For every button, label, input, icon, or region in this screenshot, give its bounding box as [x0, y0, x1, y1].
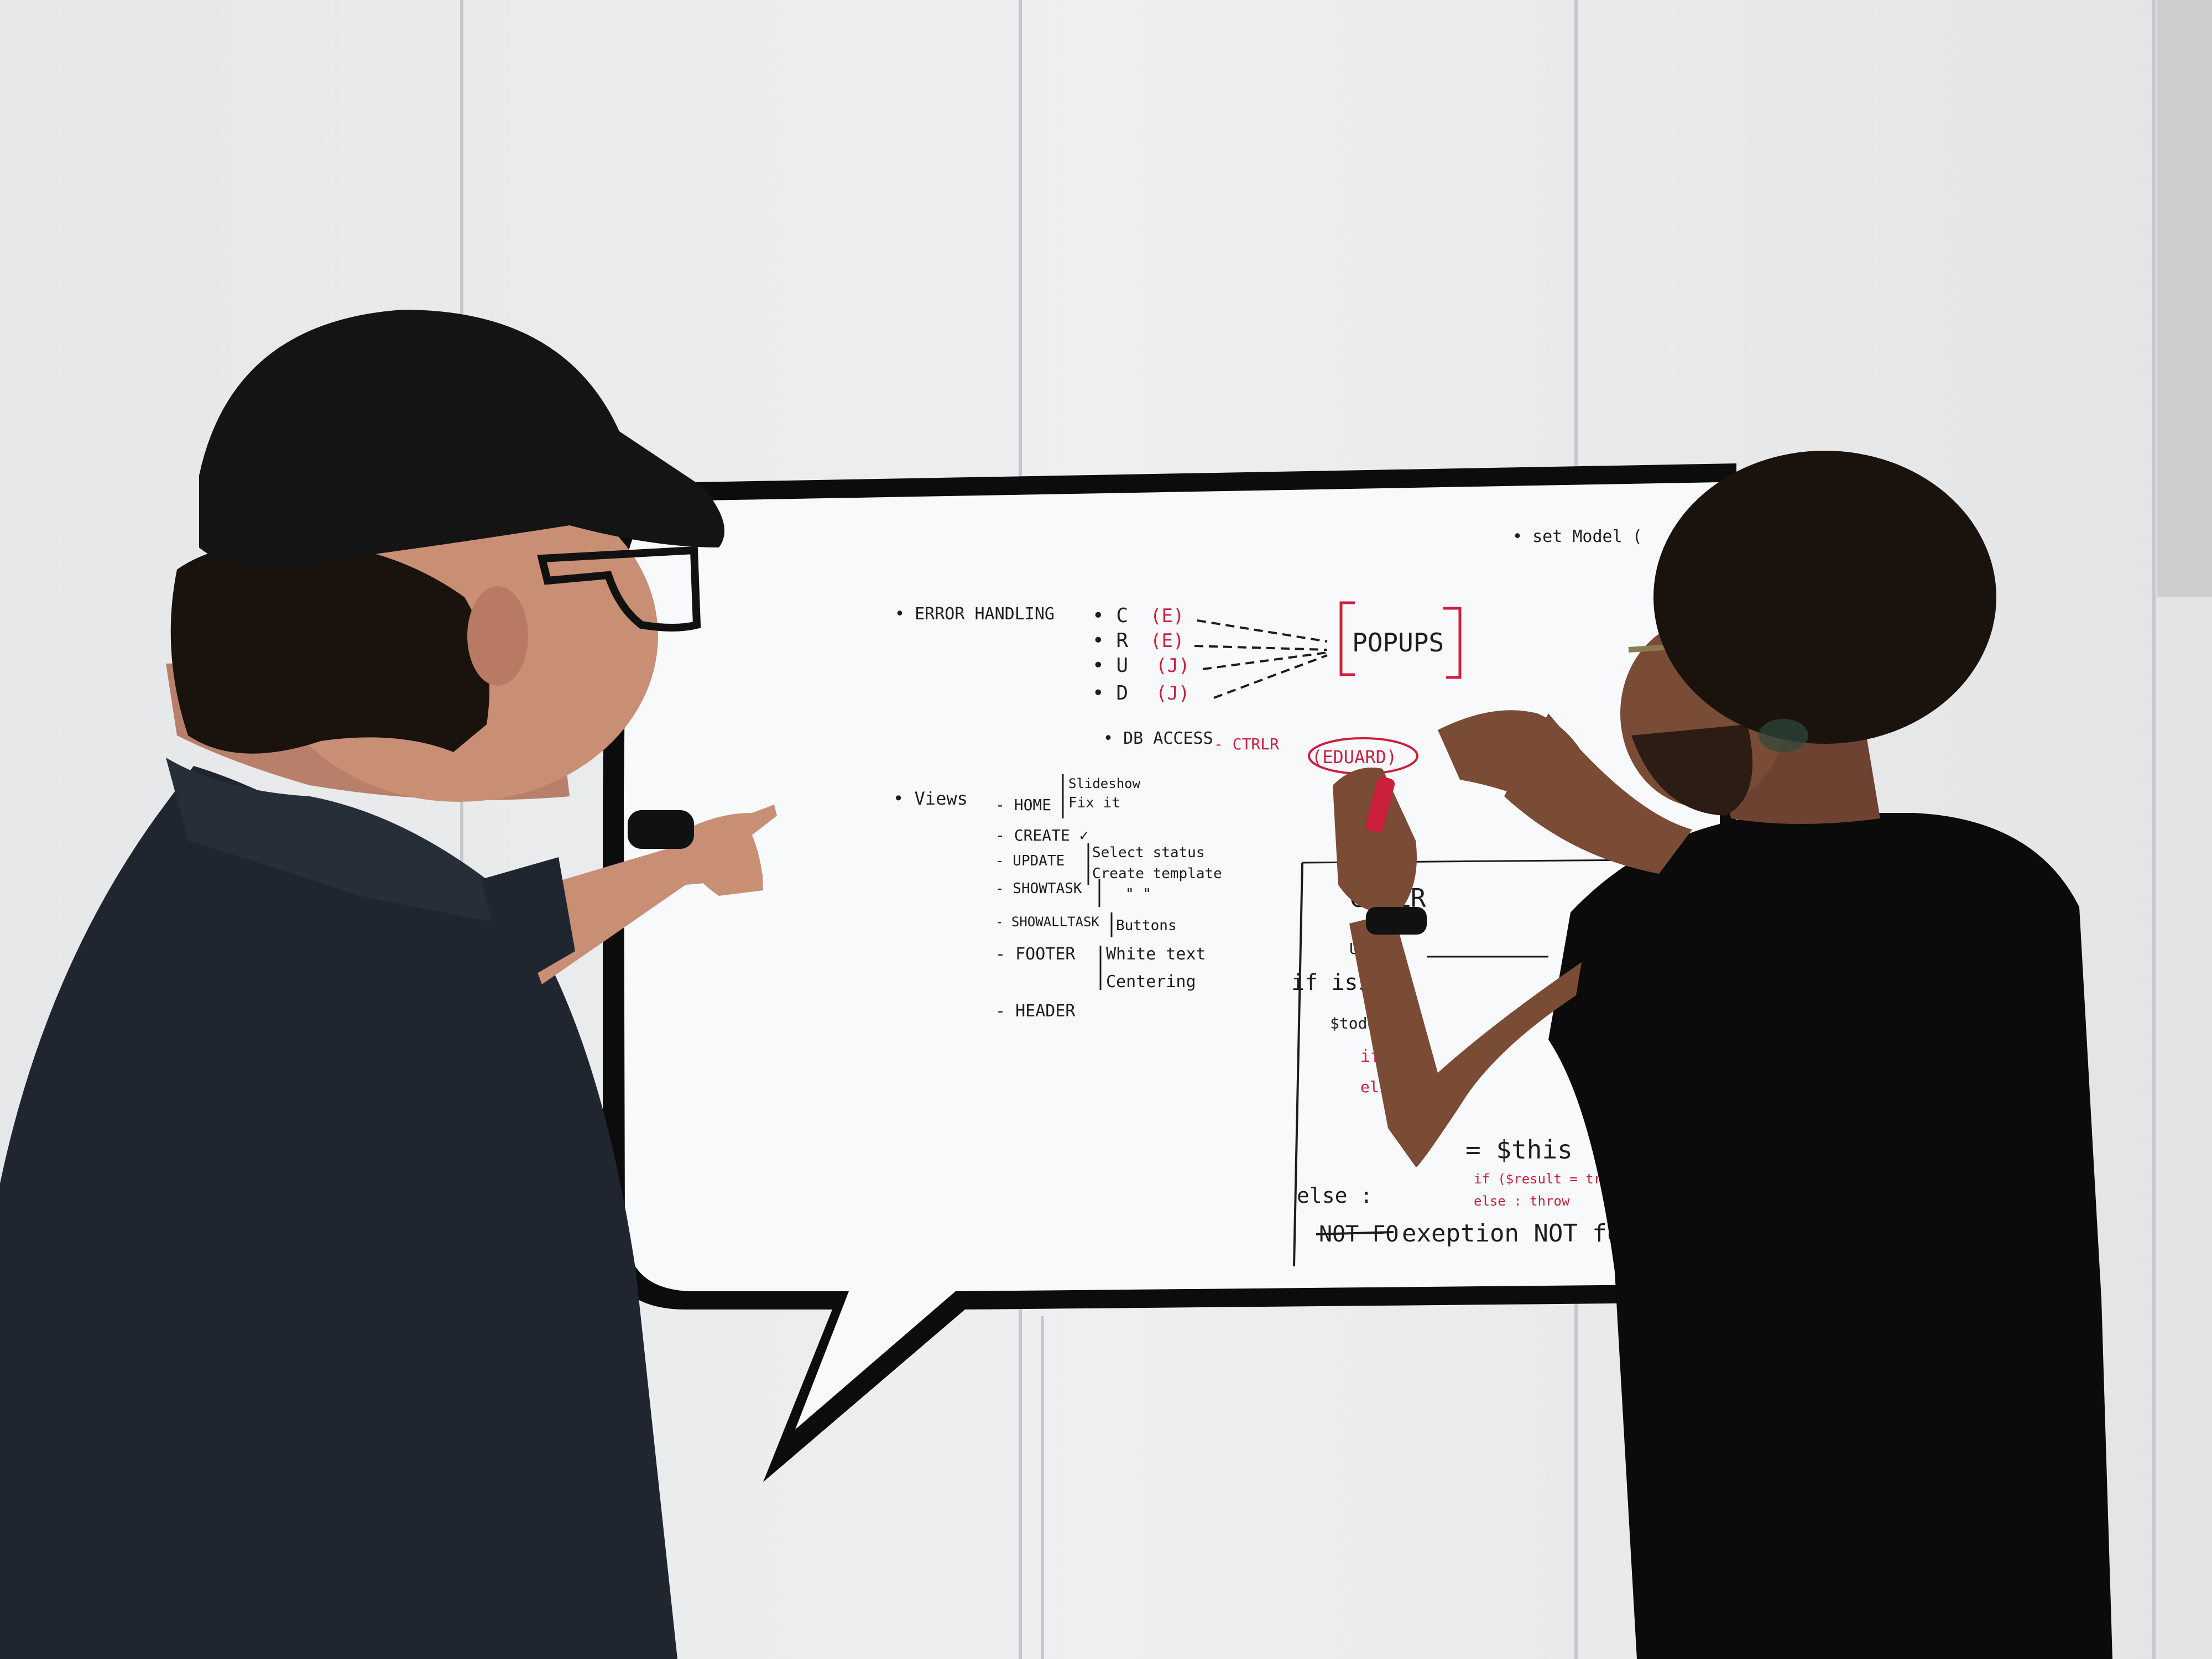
right-person-hand-lower [1333, 768, 1417, 914]
view-showalltask: - SHOWALLTASK [995, 914, 1099, 930]
left-person-hand [686, 805, 777, 896]
right-person-beard [1631, 724, 1752, 816]
crud-letter-r: • R [1092, 629, 1128, 652]
note-set-model: • set Model ( [1512, 527, 1642, 546]
view-update-note-2: Create template [1092, 865, 1222, 882]
left-person-watch [628, 810, 694, 849]
left-person-shirt [0, 766, 677, 1659]
marker-icon [1365, 776, 1395, 833]
crud-tag-r: (E) [1150, 630, 1184, 652]
whiteboard-surface [624, 482, 1720, 1430]
view-create: - CREATE ✓ [995, 826, 1089, 844]
view-footer-note-1: White text [1106, 945, 1206, 964]
right-person-shirt [1548, 813, 2112, 1659]
view-home: - HOME [995, 796, 1051, 814]
left-person-ear [467, 586, 528, 686]
view-update: - UPDATE [995, 853, 1065, 869]
code-box: CTRLR UPD if isset( $todos if else = $th… [1291, 859, 1666, 1267]
popups-bracket [1339, 601, 1462, 679]
left-person-sleeve [481, 857, 575, 990]
view-home-note-1: Slideshow [1068, 776, 1141, 791]
crud-letter-c: • C [1092, 604, 1128, 627]
right-person-hair [1653, 451, 1996, 744]
crud-letter-u: • U [1092, 654, 1128, 677]
view-showtask: - SHOWTASK [995, 880, 1082, 897]
error-handling-section: • ERROR HANDLING • C (E) • R (E) • U (J)… [895, 601, 1462, 775]
code-this: = $this [1465, 1135, 1573, 1165]
ctrlr-label: - CTRLR [1214, 735, 1279, 753]
person-right [1333, 451, 2112, 1659]
eduard-label: (EDUARD) [1312, 747, 1397, 768]
error-handling-title: • ERROR HANDLING [895, 604, 1055, 624]
view-showtask-note: " " [1125, 886, 1151, 902]
view-update-note-1: Select status [1092, 844, 1205, 861]
crud-tag-d: (J) [1156, 682, 1190, 705]
view-home-note-2: Fix it [1068, 795, 1120, 811]
left-person-glasses [537, 546, 701, 632]
left-person-collar [166, 758, 531, 929]
wall-shadow-right [2157, 0, 2212, 597]
right-person-hand-upper [1438, 710, 1593, 802]
views-section: • Views - HOME Slideshow Fix it - CREATE… [893, 774, 1222, 1021]
crud-tag-u: (J) [1156, 655, 1190, 677]
dashed-arrows [1194, 619, 1328, 699]
crud-tag-c: (E) [1150, 605, 1184, 627]
db-access: • DB ACCESS [1103, 729, 1213, 748]
left-person-hair [170, 542, 489, 754]
view-footer-note-2: Centering [1106, 972, 1196, 992]
view-header: - HEADER [995, 1001, 1076, 1021]
code-else: else : [1297, 1183, 1373, 1208]
person-left [0, 310, 777, 1659]
view-showalltask-note: Buttons [1116, 917, 1177, 934]
crud-letter-d: • D [1092, 682, 1128, 705]
views-title: • Views [893, 788, 968, 809]
right-person-watch [1366, 907, 1427, 935]
right-person-arm-lower [1349, 912, 1582, 1167]
popups-label: POPUPS [1352, 628, 1444, 658]
right-person-tattoo [1759, 719, 1808, 752]
cap-icon [199, 310, 724, 567]
view-footer: - FOOTER [995, 945, 1076, 964]
code-throw: else : throw [1474, 1193, 1570, 1209]
